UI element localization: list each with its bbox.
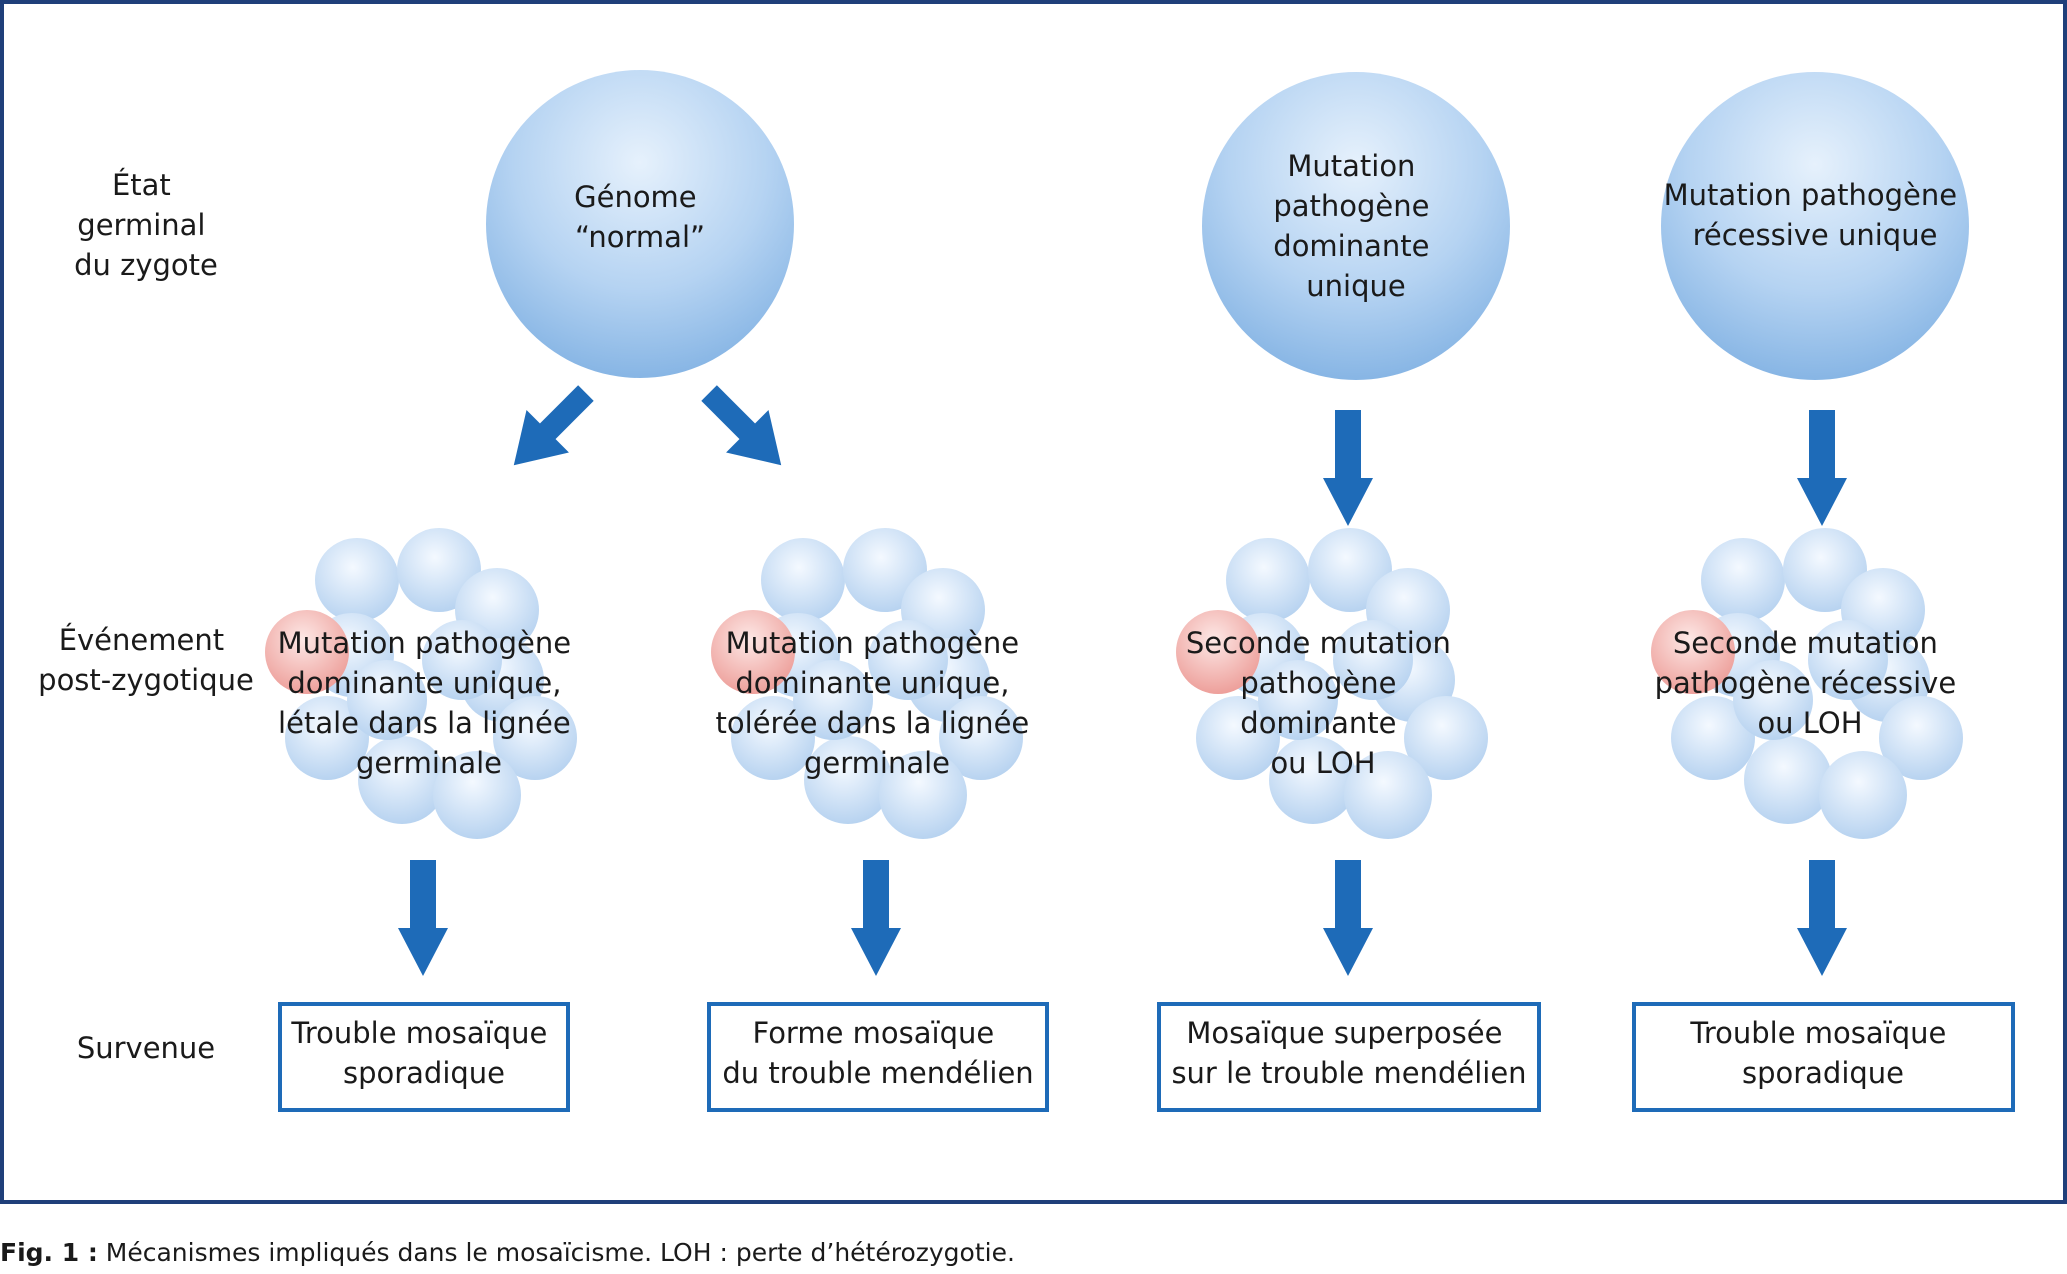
cell [868,620,948,700]
cell [422,620,502,700]
cell [1879,696,1963,780]
event-label-col4: Seconde mutation pathogène récessive ou … [1655,626,1966,740]
mosaicism-diagram: État germinal du zygote Événement post-z… [0,0,2067,1204]
cell-cluster-col4 [1651,528,1963,839]
arrow-down-col2-outcome [851,860,901,976]
arrow-down-col3-outcome [1323,860,1373,976]
cell-cluster-col3 [1176,528,1488,839]
cell [879,751,967,839]
cell [1404,696,1488,780]
germinal-sphere-recessive-mutation: Mutation pathogène récessive unique [1661,72,1969,380]
cell [1701,538,1785,622]
cell [1226,538,1310,622]
row-label-onset: Survenue [77,1031,215,1065]
germinal-sphere-label: Mutation pathogène récessive unique [1664,178,1967,252]
cell [1808,620,1888,700]
arrow-down-right [701,385,782,466]
mutant-cell [265,610,349,694]
germinal-sphere-normal-genome: Génome “normal” [486,70,794,378]
outcome-label: Mosaïque superposée sur le trouble mendé… [1171,1016,1526,1090]
figure-caption-label: Fig. 1 : [0,1238,98,1267]
mutant-cell [1176,610,1260,694]
arrow-down-col4-outcome [1797,860,1847,976]
cell [347,660,427,740]
cell [493,696,577,780]
cell [315,538,399,622]
outcome-box-col2: Forme mosaïque du trouble mendélien [707,1002,1049,1112]
cell [1733,660,1813,740]
cell [285,696,369,780]
cell [1269,736,1357,824]
arrow-down-col1-outcome [398,860,448,976]
outcome-box-col3: Mosaïque superposée sur le trouble mendé… [1157,1002,1541,1112]
germinal-sphere-label: Génome “normal” [574,180,706,254]
cell [731,696,815,780]
figure-caption-text: Mécanismes impliqués dans le mosaïcisme.… [97,1238,1015,1267]
mutant-cell [711,610,795,694]
event-label-col1: Mutation pathogène dominante unique, lét… [278,626,581,780]
cell [761,538,845,622]
cell [1196,696,1280,780]
outcome-label: Forme mosaïque du trouble mendélien [722,1016,1033,1090]
cell [1333,620,1413,700]
outcome-box-col4: Trouble mosaïque sporadique [1632,1002,2015,1112]
cell [1819,751,1907,839]
event-label-col2: Mutation pathogène dominante unique, tol… [716,626,1039,780]
arrow-down-col3-germinal [1323,410,1373,526]
cell [1744,736,1832,824]
arrow-down-left [513,385,594,466]
cell [1258,660,1338,740]
mutant-cell [1651,610,1735,694]
arrow-down-col4-germinal [1797,410,1847,526]
outcome-box-col1: Trouble mosaïque sporadique [278,1002,570,1112]
cell [939,696,1023,780]
cell [793,660,873,740]
cell [1671,696,1755,780]
cell-cluster-col2 [711,528,1023,839]
outcome-label: Trouble mosaïque sporadique [290,1016,556,1090]
cell-cluster-col1 [265,528,577,839]
event-label-col3: Seconde mutation pathogène dominante ou … [1186,626,1460,780]
row-label-germinal-state: État germinal du zygote [74,168,218,282]
row-label-post-zygotic-event: Événement post-zygotique [38,623,254,697]
cell [358,736,446,824]
figure-caption: Fig. 1 : Mécanismes impliqués dans le mo… [0,1238,1015,1267]
cell [433,751,521,839]
germinal-sphere-label: Mutation pathogène dominante unique [1273,149,1438,303]
germinal-sphere-dominant-mutation: Mutation pathogène dominante unique [1202,72,1510,380]
cell [804,736,892,824]
outcome-label: Trouble mosaïque sporadique [1689,1016,1955,1090]
cell [1344,751,1432,839]
